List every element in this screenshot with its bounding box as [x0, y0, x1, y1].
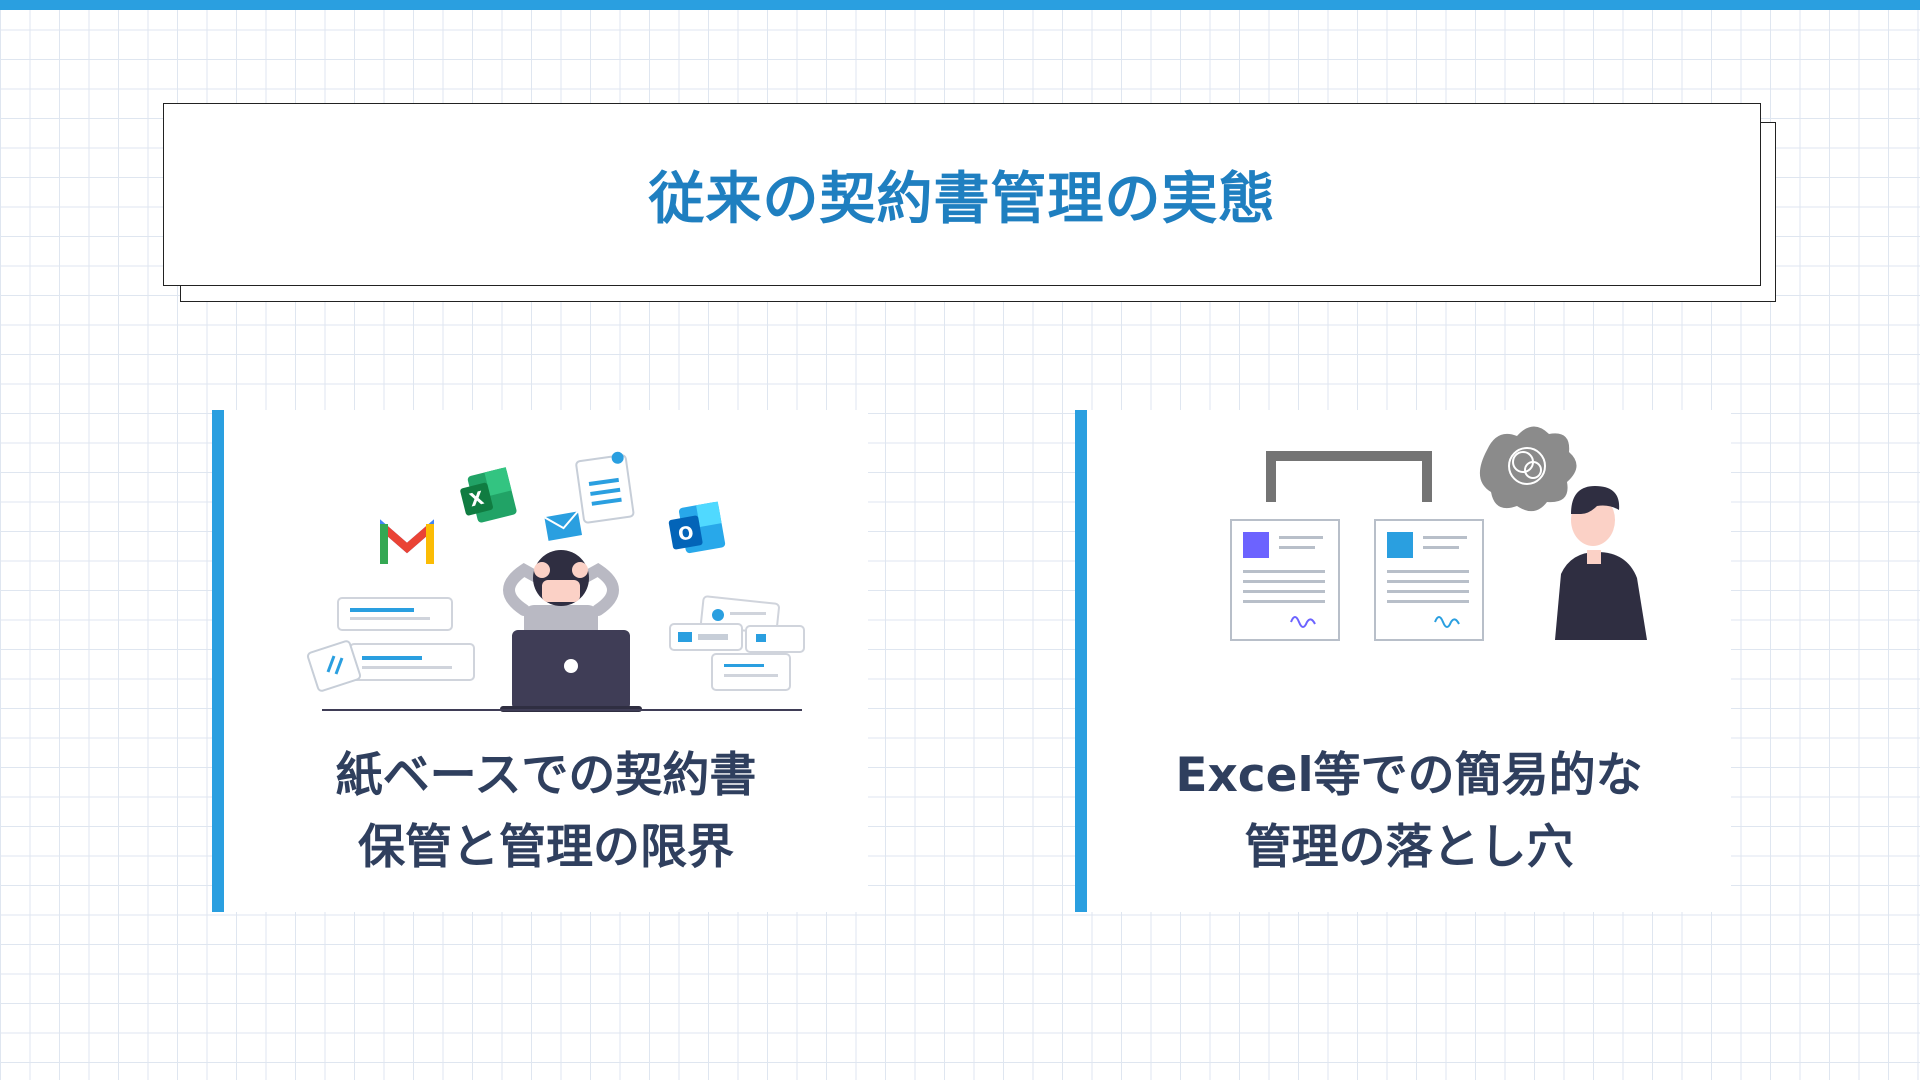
stressed-person-illustration: X O: [306, 451, 805, 712]
card-excel-based: Excel等での簡易的な 管理の落とし穴: [1075, 410, 1731, 912]
title-box: 従来の契約書管理の実態: [163, 103, 1761, 286]
card-heading-line-2: 管理の落とし穴: [1244, 820, 1574, 875]
card-heading-line-1: 紙ベースでの契約書: [335, 748, 757, 803]
top-accent-bar: [0, 0, 1920, 10]
card-heading-line-1: Excel等での簡易的な: [1175, 748, 1643, 803]
gmail-icon: [380, 519, 434, 564]
chat-bubbles-right: [669, 595, 805, 691]
documents-person-illustration: [1230, 426, 1647, 641]
outlook-icon: O: [668, 501, 726, 554]
svg-text:X: X: [467, 488, 486, 512]
envelope-icon: [543, 510, 583, 541]
card-heading: 紙ベースでの契約書 保管と管理の限界: [224, 740, 868, 884]
confused-thought-icon: [1479, 426, 1577, 512]
document-icon: [1374, 519, 1484, 641]
document-icon: [575, 451, 635, 524]
document-icon: [1230, 519, 1340, 641]
excel-icon: X: [460, 467, 517, 523]
laptop-icon: [500, 630, 642, 712]
card-paper-based: X O: [212, 410, 868, 912]
svg-text:O: O: [677, 522, 696, 545]
page-title: 従来の契約書管理の実態: [648, 167, 1276, 232]
card-heading-line-2: 保管と管理の限界: [358, 820, 734, 875]
connector-bracket: [1266, 451, 1432, 502]
businessman-icon: [1555, 486, 1647, 640]
card-heading: Excel等での簡易的な 管理の落とし穴: [1087, 740, 1731, 884]
chat-bubbles-left: [306, 597, 475, 692]
